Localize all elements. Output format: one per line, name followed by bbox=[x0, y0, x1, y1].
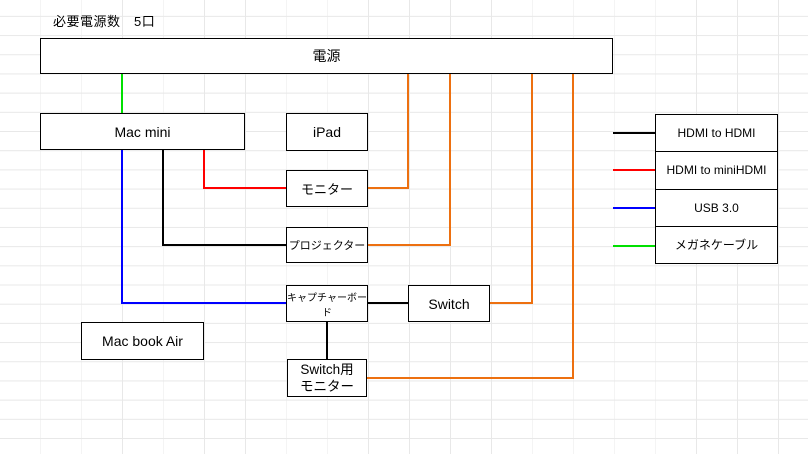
cable-usb-macmini-capture-v bbox=[121, 150, 123, 304]
cable-minihdmi-macmini-monitor-h bbox=[203, 187, 286, 189]
cable-hdmi-macmini-projector-v bbox=[162, 150, 164, 246]
node-switch-monitor-label-2: モニター bbox=[300, 379, 354, 394]
node-ipad[interactable]: iPad bbox=[286, 113, 368, 151]
legend-row-minihdmi: HDMI to miniHDMI bbox=[656, 152, 777, 190]
legend-label-usb: USB 3.0 bbox=[694, 200, 739, 215]
cable-usb-macmini-capture-h bbox=[121, 302, 286, 304]
cable-power-monitor-h bbox=[368, 187, 409, 189]
cable-power-projector-v bbox=[449, 74, 451, 246]
legend-label-hdmi: HDMI to HDMI bbox=[677, 126, 756, 141]
node-switch[interactable]: Switch bbox=[408, 285, 490, 322]
node-mac-mini[interactable]: Mac mini bbox=[40, 113, 245, 150]
cable-power-switch-monitor-h bbox=[367, 377, 574, 379]
legend-sample-megane bbox=[613, 245, 655, 247]
legend-sample-usb bbox=[613, 207, 655, 209]
node-switch-monitor[interactable]: Switch用 モニター bbox=[287, 359, 367, 397]
cable-hdmi-capture-switch-monitor bbox=[326, 322, 328, 359]
cable-power-projector-h bbox=[368, 244, 451, 246]
node-capture-board[interactable]: キャプチャーボード bbox=[286, 285, 368, 322]
cable-megane-power-macmini bbox=[121, 74, 123, 113]
cable-power-switch-v bbox=[531, 74, 533, 304]
node-monitor[interactable]: モニター bbox=[286, 170, 368, 207]
cable-minihdmi-macmini-monitor-v bbox=[203, 150, 205, 189]
node-macbook-air[interactable]: Mac book Air bbox=[81, 322, 204, 360]
node-monitor-label: モニター bbox=[300, 182, 353, 197]
node-mac-mini-label: Mac mini bbox=[114, 123, 171, 140]
node-power[interactable]: 電源 bbox=[40, 38, 613, 74]
legend-row-usb: USB 3.0 bbox=[656, 190, 777, 227]
cable-hdmi-macmini-projector-h bbox=[162, 244, 286, 246]
legend-sample-minihdmi bbox=[613, 169, 655, 171]
node-switch-label: Switch bbox=[428, 295, 470, 312]
node-power-label: 電源 bbox=[312, 48, 341, 64]
cable-power-switch-h bbox=[490, 302, 533, 304]
node-projector[interactable]: プロジェクター bbox=[286, 227, 368, 263]
node-macbook-air-label: Mac book Air bbox=[102, 333, 183, 349]
legend-sample-hdmi bbox=[613, 132, 655, 134]
legend-label-minihdmi: HDMI to miniHDMI bbox=[666, 163, 767, 178]
power-outlets-note: 必要電源数 5口 bbox=[53, 14, 156, 29]
node-switch-monitor-label-1: Switch用 bbox=[300, 362, 354, 377]
node-projector-label: プロジェクター bbox=[288, 240, 366, 252]
legend-row-megane: メガネケーブル bbox=[656, 227, 777, 263]
legend-row-hdmi: HDMI to HDMI bbox=[656, 115, 777, 153]
legend-label-megane: メガネケーブル bbox=[674, 238, 759, 253]
node-ipad-label: iPad bbox=[312, 124, 342, 140]
cable-power-monitor-v bbox=[407, 74, 409, 189]
legend: HDMI to HDMI HDMI to miniHDMI USB 3.0 メガ… bbox=[655, 114, 778, 264]
cable-hdmi-capture-switch bbox=[368, 302, 408, 304]
node-capture-board-label: キャプチャーボード bbox=[287, 292, 367, 319]
cable-power-switch-monitor-v bbox=[572, 74, 574, 379]
